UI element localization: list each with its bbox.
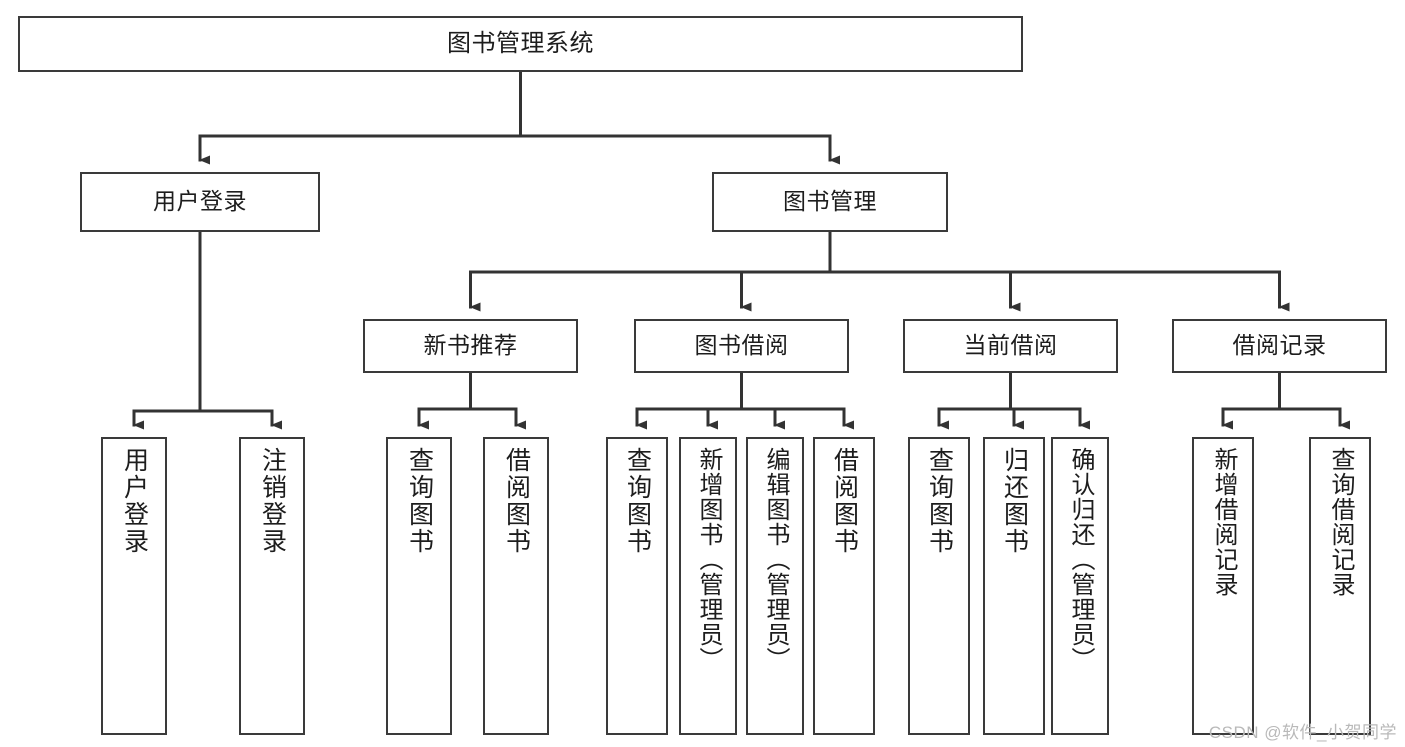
node-label: 归还图书 xyxy=(1000,447,1029,555)
node-l-bo-add[interactable]: 新增图书（管理员） xyxy=(679,437,737,735)
node-l-re-query[interactable]: 查询借阅记录 xyxy=(1309,437,1371,735)
node-label: 查询图书 xyxy=(405,447,434,555)
node-label: 图书借阅 xyxy=(694,332,789,359)
node-label: 新增图书（管理员） xyxy=(694,447,722,672)
node-label: 借阅记录 xyxy=(1232,332,1327,359)
node-login[interactable]: 用户登录 xyxy=(80,172,320,232)
node-label: 当前借阅 xyxy=(963,332,1058,359)
node-l-bo-edit[interactable]: 编辑图书（管理员） xyxy=(746,437,804,735)
node-l-nb-query[interactable]: 查询图书 xyxy=(386,437,452,735)
node-label: 查询图书 xyxy=(925,447,954,555)
node-current[interactable]: 当前借阅 xyxy=(903,319,1118,373)
node-l-cu-query[interactable]: 查询图书 xyxy=(908,437,970,735)
node-label: 注销登录 xyxy=(258,447,287,555)
node-label: 查询借阅记录 xyxy=(1326,447,1354,597)
node-label: 用户登录 xyxy=(153,188,247,215)
node-label: 查询图书 xyxy=(623,447,652,555)
node-l-nb-borrow[interactable]: 借阅图书 xyxy=(483,437,549,735)
node-l-logout[interactable]: 注销登录 xyxy=(239,437,305,735)
node-label: 图书管理系统 xyxy=(447,29,594,57)
node-l-re-add[interactable]: 新增借阅记录 xyxy=(1192,437,1254,735)
node-label: 确认归还（管理员） xyxy=(1066,447,1094,672)
node-borrow[interactable]: 图书借阅 xyxy=(634,319,849,373)
node-label: 借阅图书 xyxy=(502,447,531,555)
node-label: 编辑图书（管理员） xyxy=(761,447,789,672)
node-l-userlogin[interactable]: 用户登录 xyxy=(101,437,167,735)
node-l-cu-confirm[interactable]: 确认归还（管理员） xyxy=(1051,437,1109,735)
node-label: 图书管理 xyxy=(783,188,877,215)
watermark-label: CSDN @软件_小贺同学 xyxy=(1208,723,1397,742)
node-l-bo-take[interactable]: 借阅图书 xyxy=(813,437,875,735)
node-bookmgmt[interactable]: 图书管理 xyxy=(712,172,948,232)
node-root[interactable]: 图书管理系统 xyxy=(18,16,1023,72)
node-label: 新增借阅记录 xyxy=(1209,447,1237,597)
node-l-bo-query[interactable]: 查询图书 xyxy=(606,437,668,735)
node-l-cu-return[interactable]: 归还图书 xyxy=(983,437,1045,735)
node-label: 新书推荐 xyxy=(423,332,518,359)
node-records[interactable]: 借阅记录 xyxy=(1172,319,1387,373)
node-label: 用户登录 xyxy=(120,447,149,555)
node-newbooks[interactable]: 新书推荐 xyxy=(363,319,578,373)
node-label: 借阅图书 xyxy=(830,447,859,555)
